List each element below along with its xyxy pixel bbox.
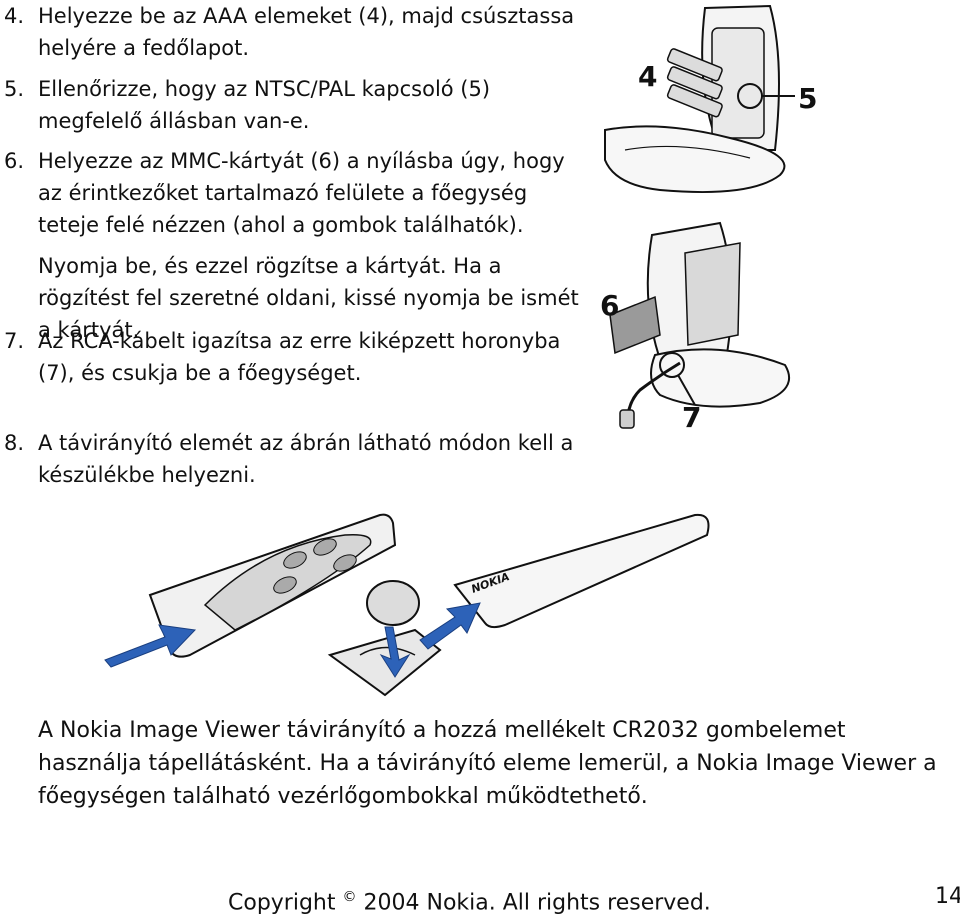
step-text: Az RCA-kábelt igazítsa az erre kiképzett… bbox=[38, 329, 561, 385]
step-text: A távirányító elemét az ábrán látható mó… bbox=[38, 431, 574, 487]
battery-note: A Nokia Image Viewer távirányító a hozzá… bbox=[38, 718, 937, 809]
step-text: Ellenőrizze, hogy az NTSC/PAL kapcsoló (… bbox=[38, 77, 491, 133]
step-text: Helyezze az MMC-kártyát (6) a nyílásba ú… bbox=[38, 149, 565, 237]
step-6: 6. Helyezze az MMC-kártyát (6) a nyílásb… bbox=[0, 145, 590, 241]
callout-5: 5 bbox=[798, 82, 817, 115]
illustration-remote-battery: NOKIA bbox=[104, 513, 710, 697]
copyright-icon: © bbox=[342, 889, 357, 905]
step-4: 4. Helyezze be az AAA elemeket (4), majd… bbox=[0, 0, 590, 64]
step-5: 5. Ellenőrizze, hogy az NTSC/PAL kapcsol… bbox=[0, 73, 590, 137]
step-6-note: Nyomja be, és ezzel rögzítse a kártyát. … bbox=[38, 254, 579, 342]
copyright-prefix: Copyright bbox=[228, 890, 336, 916]
step-7: 7. Az RCA-kábelt igazítsa az erre kiképz… bbox=[0, 325, 590, 389]
step-number: 7. bbox=[4, 329, 25, 353]
step-number: 5. bbox=[4, 77, 25, 101]
illustration-aaa-batteries: 4 5 bbox=[604, 4, 817, 194]
step-8: 8. A távirányító elemét az ábrán látható… bbox=[0, 427, 590, 491]
step-number: 4. bbox=[4, 4, 25, 28]
step-number: 8. bbox=[4, 431, 25, 455]
callout-7: 7 bbox=[682, 401, 701, 434]
illustration-mmc-rca: 6 7 bbox=[600, 221, 791, 434]
callout-6: 6 bbox=[600, 289, 619, 322]
copyright-footer: Copyright © 2004 Nokia. All rights reser… bbox=[228, 880, 711, 920]
step-text: Helyezze be az AAA elemeket (4), majd cs… bbox=[38, 4, 575, 60]
step-number: 6. bbox=[4, 149, 25, 173]
callout-4: 4 bbox=[638, 60, 657, 93]
copyright-text: 2004 Nokia. All rights reserved. bbox=[363, 890, 711, 916]
page-number: 14 bbox=[935, 884, 960, 909]
